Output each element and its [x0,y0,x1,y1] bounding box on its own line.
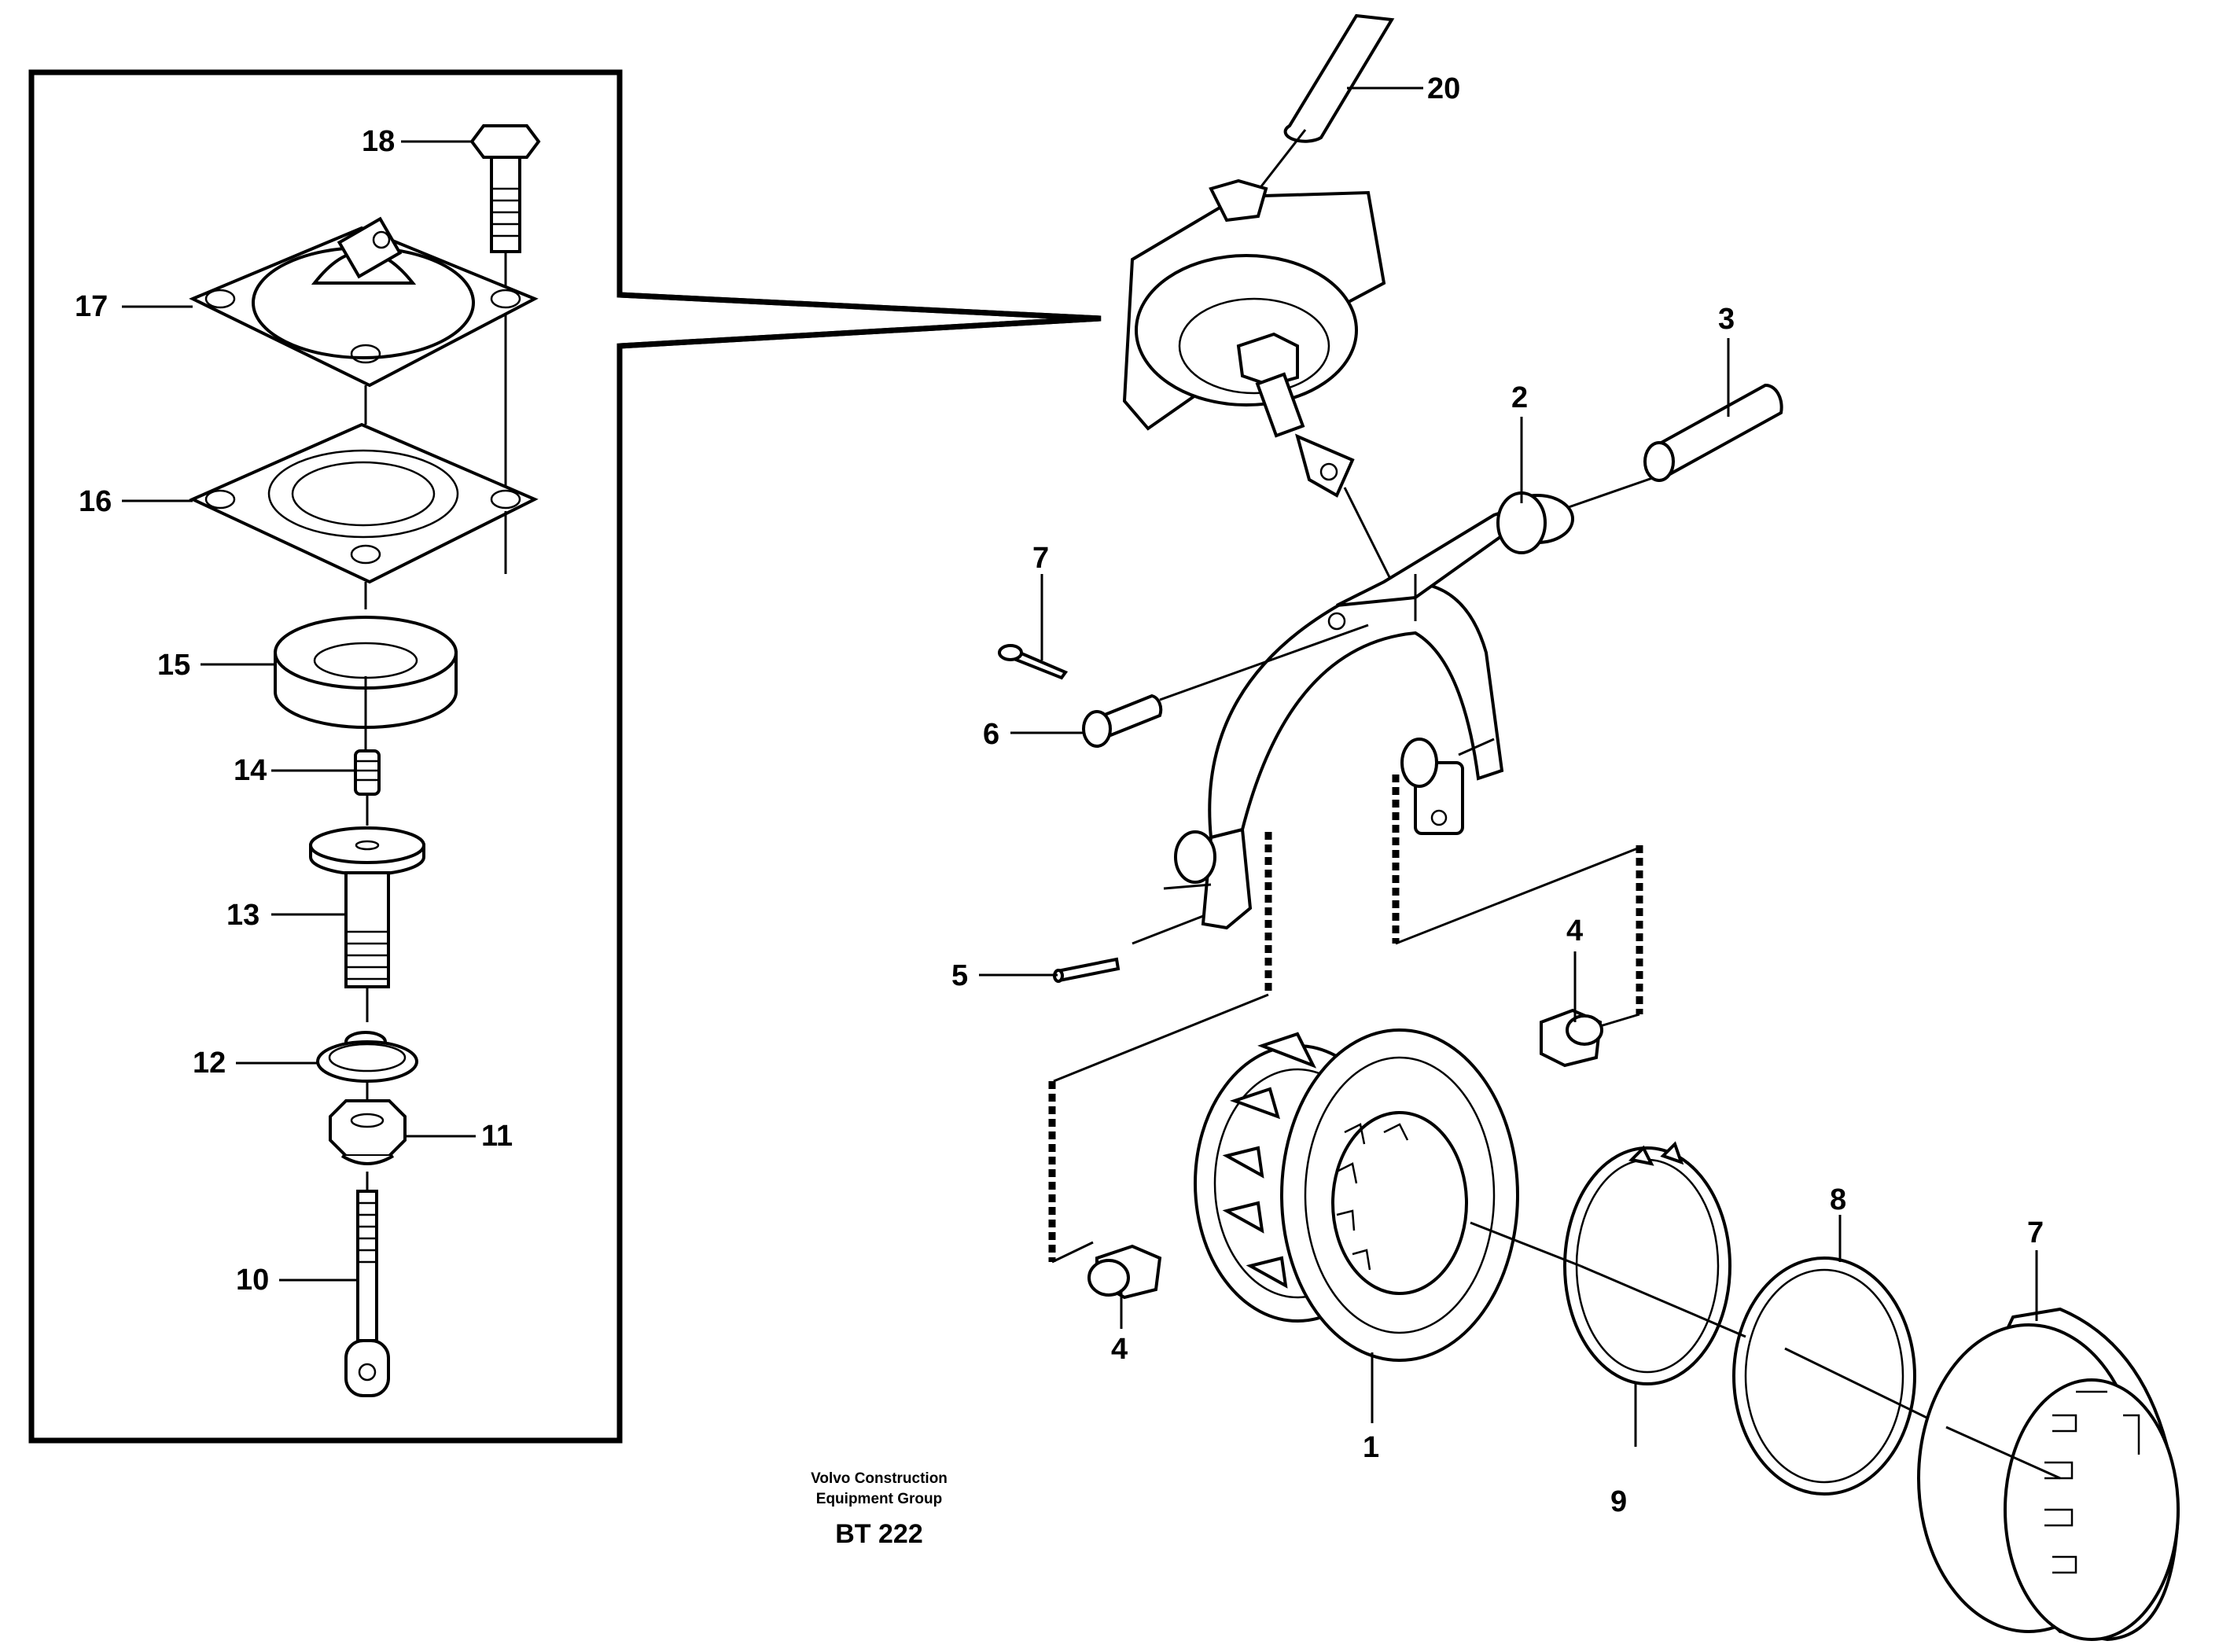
callout-6: 6 [983,718,999,751]
part-20-cable [1249,13,1395,201]
callout-19: 18 [362,125,395,158]
callout-9: 8 [1830,1183,1846,1216]
shift-fork [1132,474,1660,945]
callout-7: 7 [1032,542,1049,575]
callout-10: 9 [1610,1485,1627,1518]
callout-labels: 18 17 16 15 14 13 12 11 10 20 2 3 7 6 5 … [75,72,2044,1518]
part-18-cover [189,216,539,425]
dashed-guides [1048,774,1643,1264]
callout-17: 16 [79,485,112,518]
part-15-stud [354,749,381,826]
part-12-nut [329,1099,407,1191]
part-4-shoe-lower [1087,1244,1162,1300]
callout-20: 20 [1427,72,1460,105]
callout-14: 13 [226,899,259,932]
part-14-spacer [309,826,425,1022]
callout-15: 14 [234,754,267,787]
callout-4-lower: 4 [1111,1333,1128,1366]
part-9-ring [1732,1215,1947,1496]
callout-2: 2 [1511,381,1528,414]
part-8-sleeve [1917,1250,2180,1642]
footer-code: BT 222 [835,1519,923,1549]
callout-18: 17 [75,290,108,323]
callout-5: 5 [951,959,968,992]
footer: Volvo Construction Equipment Group BT 22… [811,1470,948,1549]
callout-16: 15 [157,649,190,682]
callout-8: 7 [2027,1216,2044,1249]
part-4-shoe-upper [1540,1008,1603,1068]
callout-12: 11 [481,1120,513,1153]
part-1-synchronizer-hub [1194,1028,1581,1423]
callout-3: 3 [1718,303,1735,336]
part-3-pin [1643,384,1783,482]
actuator-housing [1122,178,1393,583]
detail-inset [28,69,1102,1444]
footer-line-2: Equipment Group [816,1491,942,1507]
part-5-roll-pin [1053,957,1121,983]
footer-line-1: Volvo Construction [811,1470,948,1487]
callout-4-upper: 4 [1566,914,1583,947]
callout-11: 10 [236,1264,269,1297]
callout-13: 12 [193,1047,226,1080]
part-17-diaphragm [189,422,539,609]
part-10-circlip [1563,1141,1746,1447]
callout-1: 1 [1363,1431,1379,1464]
part-13-o-rings [316,1031,418,1105]
leader-lines [122,86,1730,1329]
part-6-clevis-pin [1082,694,1163,748]
part-16-seal-ring [274,616,458,751]
part-11-rod [344,1190,390,1397]
part-7-cotter-pin [998,644,1069,680]
